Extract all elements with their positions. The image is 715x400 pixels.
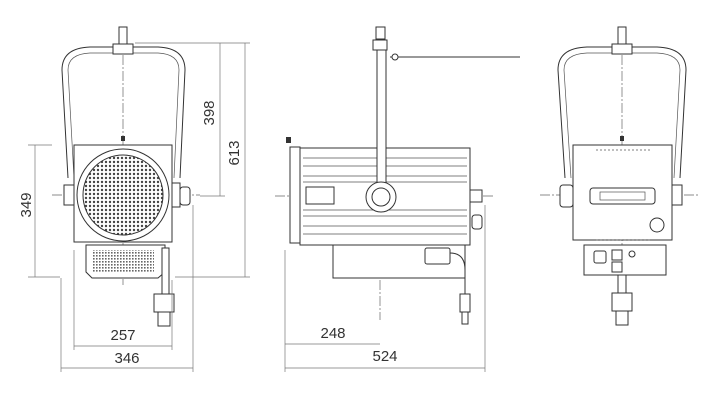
- dim-label-248: 248: [320, 325, 345, 342]
- power-connector: [153, 293, 175, 313]
- rear-connector: [469, 189, 483, 203]
- dim-349: 349: [18, 144, 60, 278]
- dim-257: 257: [73, 250, 173, 350]
- side-view: 248 524: [275, 26, 520, 372]
- focus-knob: [471, 214, 483, 230]
- yoke-clamp: [112, 43, 134, 55]
- dimmer-knob: [649, 217, 665, 233]
- dim-524: 524: [285, 205, 486, 372]
- dim-346: 346: [60, 205, 194, 372]
- dim-label-346: 346: [114, 350, 139, 367]
- dim-398: 398: [135, 42, 250, 197]
- tilt-knob-right: [179, 186, 191, 206]
- dim-label-524: 524: [372, 348, 397, 365]
- dim-613: 613: [175, 43, 250, 278]
- dim-248: 248: [284, 250, 380, 372]
- front-view: 349 398 613 257 346: [18, 26, 250, 372]
- barn-door-frame: [289, 146, 301, 244]
- fresnel-lens: [82, 154, 164, 236]
- tilt-knob-left: [63, 184, 75, 206]
- dim-label-398: 398: [201, 100, 218, 125]
- dim-label-613: 613: [226, 140, 243, 165]
- tilt-lock-hub: [365, 181, 397, 213]
- spigot: [118, 26, 128, 45]
- back-view: [540, 26, 700, 326]
- dim-label-349: 349: [18, 192, 35, 217]
- yoke-arm: [376, 41, 387, 193]
- dim-label-257: 257: [110, 327, 135, 344]
